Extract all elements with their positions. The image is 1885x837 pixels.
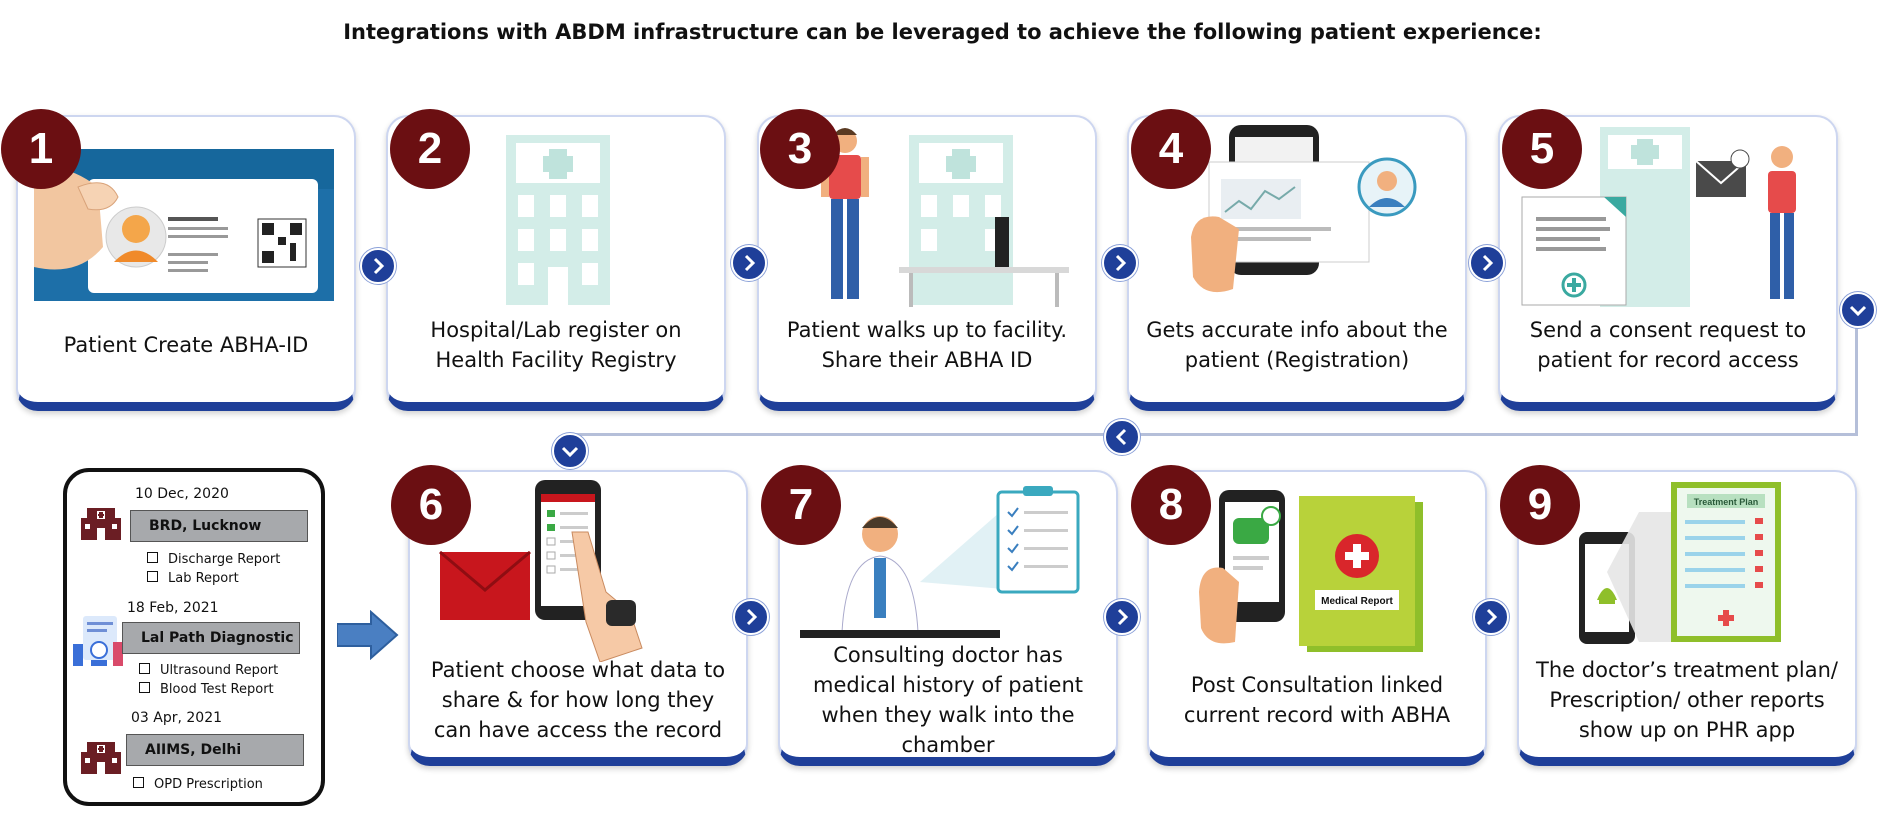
abha-card-illustration: [18, 117, 354, 307]
next-arrow-icon: [1104, 599, 1140, 635]
step-card-9: Treatment Plan The doctor’s treatment pl…: [1517, 470, 1857, 766]
treatment-plan-label: Treatment Plan: [1694, 497, 1759, 507]
phr-record-item[interactable]: Lab Report: [147, 571, 239, 586]
next-arrow-icon: [360, 248, 396, 284]
step-number-badge-2: 2: [390, 109, 470, 189]
step-number-badge-5: 5: [1502, 109, 1582, 189]
step-card-8: Medical Report Post Consultation linked …: [1147, 470, 1487, 766]
step-number-badge-3: 3: [760, 109, 840, 189]
phr-record-item[interactable]: Blood Test Report: [139, 682, 274, 697]
step-text-2: Hospital/Lab register on Health Facility…: [430, 318, 682, 372]
left-arrow-icon: [1104, 419, 1140, 455]
checkbox-icon: [139, 682, 150, 693]
diagnostic-lab-icon: [73, 616, 123, 666]
checkbox-icon: [147, 552, 158, 563]
down-arrow-icon: [1840, 292, 1876, 328]
step-number-badge-9: 9: [1500, 465, 1580, 545]
phr-record-item[interactable]: OPD Prescription: [133, 777, 263, 792]
step-card-1: Patient Create ABHA-ID: [16, 115, 356, 411]
phr-app-panel: 10 Dec, 2020 BRD, Lucknow Discharge Repo…: [63, 468, 325, 806]
phr-entry-date: 03 Apr, 2021: [131, 710, 223, 726]
next-arrow-icon: [1102, 245, 1138, 281]
phr-entry-date: 10 Dec, 2020: [135, 486, 229, 502]
phr-entry-date: 18 Feb, 2021: [127, 600, 219, 616]
phr-record-label: Lab Report: [168, 571, 239, 586]
phr-entry-hospital[interactable]: Lal Path Diagnostic: [122, 622, 300, 654]
share-data-phone-illustration: [410, 472, 746, 663]
connector-line: [570, 433, 1858, 436]
step-number-badge-6: 6: [391, 465, 471, 545]
step-text-6: Patient choose what data to share & for …: [430, 658, 726, 742]
step-number-badge-8: 8: [1131, 465, 1211, 545]
checkbox-icon: [139, 663, 150, 674]
next-arrow-icon: [733, 599, 769, 635]
flow-arrow-icon: [337, 610, 399, 660]
next-arrow-icon: [1473, 599, 1509, 635]
next-arrow-icon: [731, 245, 767, 281]
step-text-8: Post Consultation linked current record …: [1183, 673, 1451, 727]
phr-record-item[interactable]: Discharge Report: [147, 552, 280, 567]
phr-record-item[interactable]: Ultrasound Report: [139, 663, 278, 678]
step-number-badge-4: 4: [1131, 109, 1211, 189]
step-number-badge-1: 1: [1, 109, 81, 189]
phr-record-label: Blood Test Report: [160, 682, 274, 697]
treatment-plan-illustration: Treatment Plan: [1519, 472, 1855, 662]
doctor-with-records-illustration: [780, 472, 1116, 662]
down-arrow-icon: [552, 433, 588, 469]
checkbox-icon: [133, 777, 144, 788]
phr-entry-hospital[interactable]: AIIMS, Delhi: [126, 734, 304, 766]
step-text-9: The doctor’s treatment plan/ Prescriptio…: [1536, 658, 1838, 742]
phr-record-label: Discharge Report: [168, 552, 281, 567]
step-number-badge-7: 7: [761, 465, 841, 545]
phr-record-label: OPD Prescription: [154, 777, 263, 792]
registration-phone-illustration: [1129, 117, 1465, 307]
medical-report-label: Medical Report: [1321, 596, 1393, 607]
checkbox-icon: [147, 571, 158, 582]
hospital-building-illustration: [388, 117, 724, 307]
step-text-3: Patient walks up to facility. Share thei…: [786, 318, 1068, 372]
medical-report-illustration: Medical Report: [1149, 472, 1485, 662]
hospital-icon: [81, 742, 121, 774]
next-arrow-icon: [1469, 245, 1505, 281]
step-text-7: Consulting doctor has medical history of…: [812, 643, 1084, 757]
step-text-1: Patient Create ABHA-ID: [63, 333, 309, 357]
patient-at-facility-illustration: [759, 117, 1095, 307]
consent-request-illustration: [1500, 117, 1836, 307]
step-text-5: Send a consent request to patient for re…: [1529, 318, 1807, 372]
connector-line: [1855, 325, 1858, 435]
page-title: Integrations with ABDM infrastructure ca…: [343, 20, 1542, 44]
phr-entry-hospital[interactable]: BRD, Lucknow: [130, 510, 308, 542]
phr-record-label: Ultrasound Report: [160, 663, 279, 678]
step-text-4: Gets accurate info about the patient (Re…: [1146, 318, 1448, 372]
hospital-icon: [81, 508, 121, 540]
